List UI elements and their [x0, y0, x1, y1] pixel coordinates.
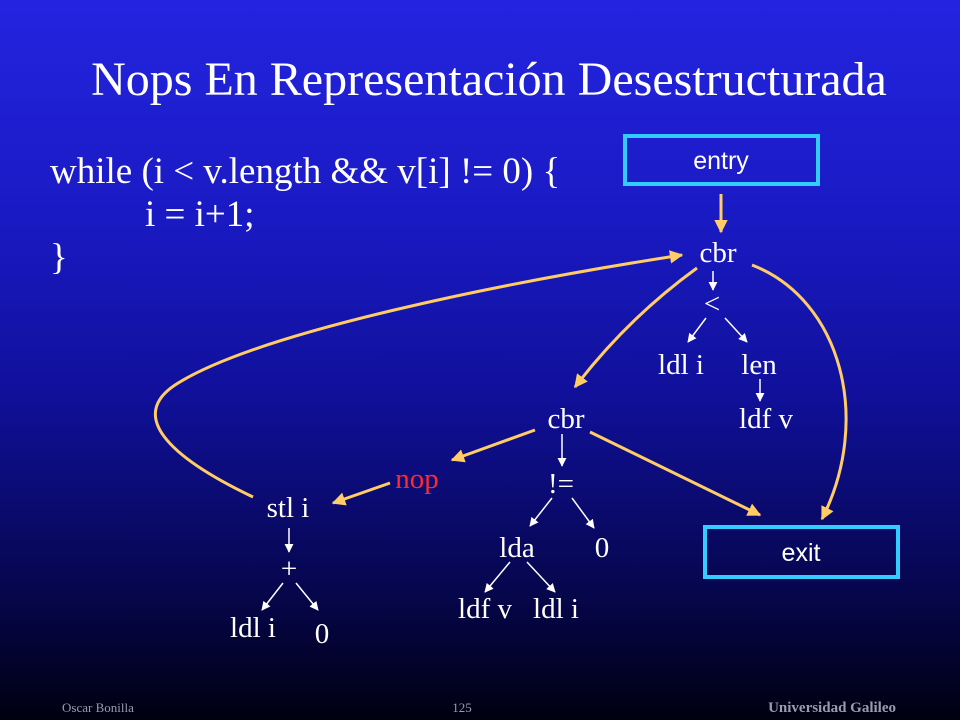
node-ldl-i-bottom: ldl i — [533, 593, 579, 625]
code-line-1: while (i < v.length && v[i] != 0) { — [50, 151, 560, 192]
edge-not-equal-to-lda — [529, 497, 553, 527]
edge-plus-to-zero — [295, 582, 319, 611]
node-less-than: < — [704, 288, 720, 320]
edge-less-than-to-ldl-i — [687, 317, 707, 343]
footer-author: Oscar Bonilla — [62, 700, 134, 715]
exit-box-frame — [703, 525, 900, 579]
node-ldf-v-bottom: ldf v — [458, 593, 512, 625]
tree-edges — [261, 271, 765, 611]
flow-cbr-top-to-exit — [751, 263, 848, 521]
footer: Oscar Bonilla 125 Universidad Galileo — [62, 700, 896, 716]
node-ldf-v-top: ldf v — [739, 403, 793, 435]
node-zero-left: 0 — [315, 618, 330, 650]
exit-box: exit — [703, 525, 900, 579]
node-ldl-i-top: ldl i — [658, 349, 704, 381]
edge-lda-to-ldl-i — [526, 561, 556, 593]
node-cbr-top: cbr — [699, 237, 736, 269]
edge-plus-to-ldl-i — [261, 582, 284, 611]
code-line-3: } — [50, 237, 68, 278]
flow-nop-to-stl-i — [331, 481, 391, 506]
edge-less-than-to-len — [724, 317, 748, 343]
footer-institution: Universidad Galileo — [768, 700, 896, 716]
node-nop: nop — [395, 463, 439, 495]
entry-box: entry — [623, 134, 820, 186]
node-cbr-mid: cbr — [547, 403, 584, 435]
edge-not-equal-to-zero — [571, 497, 595, 529]
diagram-nodes: cbr < ldl i len ldf v cbr != nop stl i +… — [230, 237, 793, 650]
node-lda: lda — [499, 532, 535, 564]
node-not-equal: != — [548, 468, 574, 500]
exit-label: exit — [782, 539, 821, 567]
code-line-2: i = i+1; — [145, 194, 255, 235]
node-len: len — [741, 349, 777, 381]
flow-cbr-mid-to-nop — [450, 428, 536, 463]
entry-box-frame — [623, 134, 820, 186]
node-zero-mid: 0 — [595, 532, 610, 564]
footer-page-number: 125 — [452, 700, 472, 715]
node-ldl-i-left: ldl i — [230, 612, 276, 644]
source-code: while (i < v.length && v[i] != 0) { i = … — [50, 151, 560, 278]
entry-label: entry — [693, 147, 749, 175]
flow-edges — [154, 194, 848, 521]
edge-lda-to-ldf-v — [484, 561, 511, 593]
flow-cbr-mid-to-exit — [589, 430, 762, 517]
node-plus: + — [281, 553, 297, 585]
flow-stl-i-to-cbr-top — [154, 250, 684, 499]
node-stl-i: stl i — [267, 492, 310, 524]
slide-title: Nops En Representación Desestructurada — [91, 53, 887, 106]
flow-cbr-top-to-cbr-mid — [573, 266, 698, 389]
